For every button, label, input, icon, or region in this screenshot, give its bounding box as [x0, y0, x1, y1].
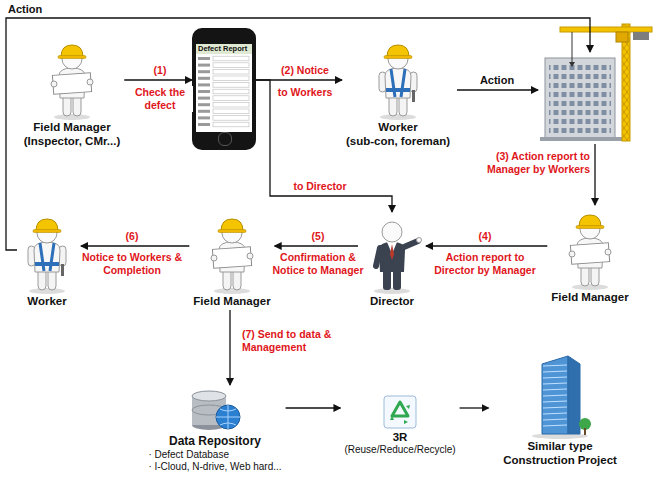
node-text: · I-Cloud, N-drive, Web hard... [148, 461, 281, 473]
home-button [218, 132, 232, 146]
action-arrow [457, 89, 538, 90]
node-text: Data Repository [148, 434, 281, 449]
edge-label: Confirmation & Notice to Manager [266, 251, 370, 277]
node-text: · Defect Database [148, 449, 281, 461]
figure-node: Similar type Construction Project [489, 352, 632, 469]
figure-node: 3R(Reuse/Reduce/Recycle) [340, 392, 459, 458]
step-label: (4) [477, 230, 494, 243]
figure-illustration [551, 210, 628, 290]
step-label: (3) Action report to Manager by Workers [476, 150, 592, 176]
node-text: Field Manager [24, 120, 121, 134]
flow-arrow [426, 245, 547, 246]
node-text: Field Manager [193, 294, 270, 308]
figure-node: Worker [13, 212, 81, 310]
figure-illustration [148, 387, 281, 432]
node-text: 3R [344, 430, 455, 444]
node-text: Worker [17, 294, 77, 308]
figure-node: Field Manager(Inspector, CMr...) [20, 38, 125, 150]
form-rows-wrap [196, 54, 252, 132]
figure-node: Field Manager [547, 208, 632, 306]
figure-illustration [344, 394, 455, 430]
phone-node: Defect Report [192, 28, 256, 150]
node-text: (Inspector, CMr...) [24, 134, 121, 148]
flow-arrow [275, 245, 358, 246]
figure-illustration [493, 354, 628, 439]
figure-node: Worker(sub-con, foreman) [342, 38, 454, 150]
form-rows [196, 54, 252, 130]
edge-label: to Director [291, 180, 348, 193]
figure-illustration [24, 40, 121, 120]
step-label: (2) Notice [279, 64, 331, 77]
figure-node: Field Manager [189, 212, 274, 310]
figure-illustration [346, 40, 450, 120]
node-text: Field Manager [551, 290, 628, 304]
edge-label: (7) Send to data & Management [240, 328, 344, 354]
edge-label: Action report to Director by Manager [427, 251, 543, 277]
step-label: (5) [310, 230, 327, 243]
node-text: Director [362, 294, 422, 308]
flow-arrow [124, 79, 192, 80]
node-text: (sub-con, foreman) [346, 134, 450, 148]
action-loop-arrow [6, 18, 590, 250]
flow-arrow [81, 245, 189, 246]
step-label: (1) [152, 64, 169, 77]
edge-label: Notice to Workers & Completion [78, 251, 186, 277]
node-text: Worker [346, 120, 450, 134]
node-text: (Reuse/Reduce/Recycle) [344, 444, 455, 456]
node-text: Similar type Construction Project [493, 439, 628, 467]
node-text: Defect Report [196, 44, 252, 54]
phone-screen: Defect Report [196, 44, 252, 132]
report-arrow [594, 144, 595, 205]
edge-label: Check the defect [127, 86, 193, 112]
building-under-construction [540, 24, 652, 141]
action-label: Action [6, 3, 44, 15]
edge-label: to Workers [276, 86, 335, 99]
step-label: (6) [124, 230, 141, 243]
figure-illustration [17, 214, 77, 294]
action-label: Action [478, 74, 516, 86]
figure-illustration [362, 214, 422, 294]
figure-illustration [193, 214, 270, 294]
figure-node: Data Repository· Defect Database· I-Clou… [144, 385, 285, 475]
flow-arrow [286, 407, 341, 408]
flow-arrow [229, 310, 230, 385]
flow-arrow [460, 407, 489, 408]
